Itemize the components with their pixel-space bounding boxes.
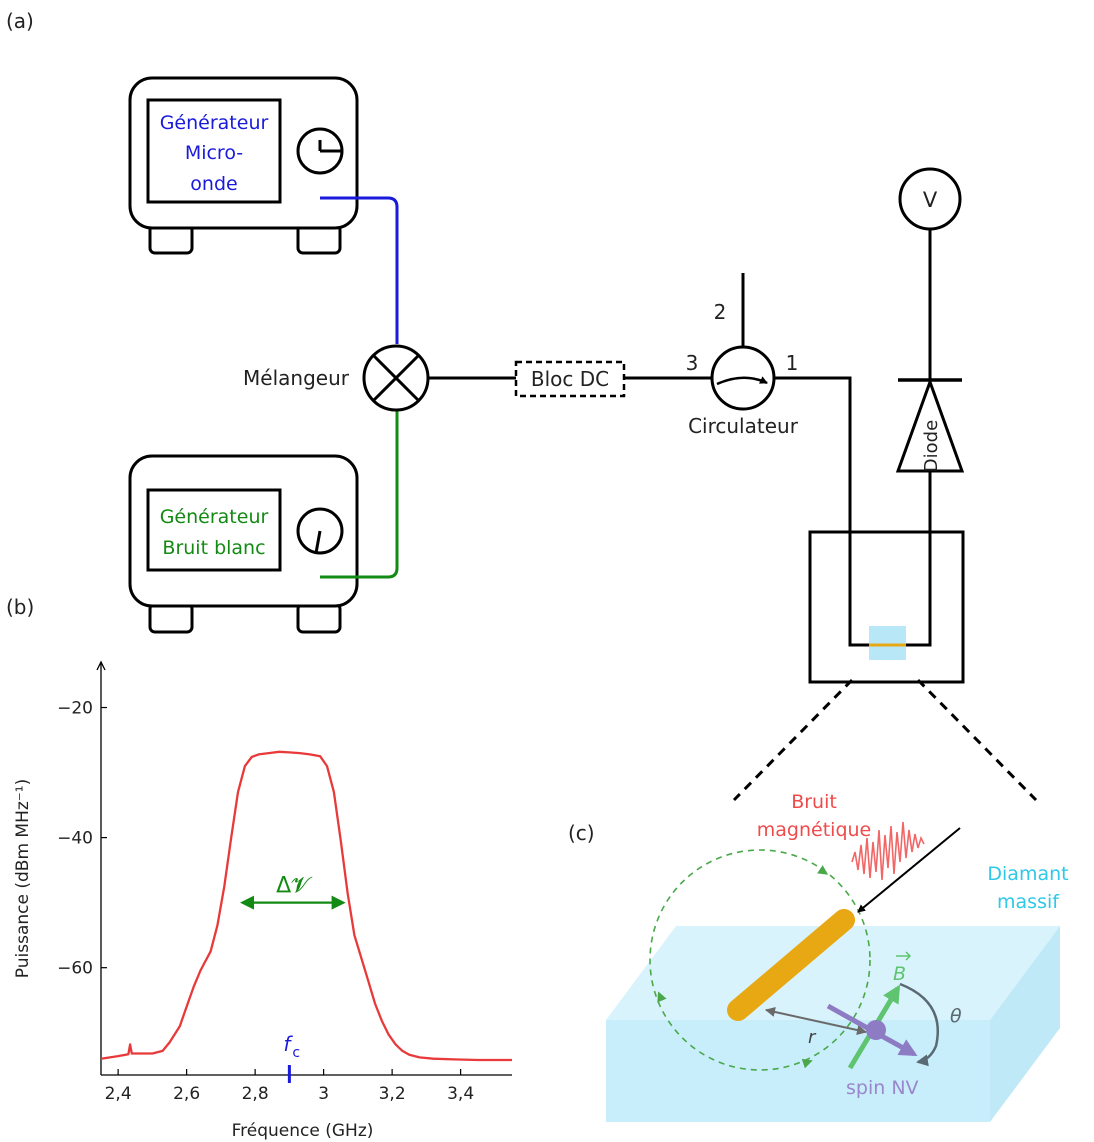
microwave-label-line1: Générateur <box>160 112 269 134</box>
diode-icon <box>895 377 965 473</box>
port-3: 3 <box>686 351 699 375</box>
panel-label-a: (a) <box>6 9 34 33</box>
microwave-label-line3: onde <box>190 173 237 195</box>
x-tick-label: 3 <box>318 1084 329 1104</box>
mixer-label: Mélangeur <box>243 366 350 390</box>
diamond-label-2: massif <box>997 891 1060 913</box>
fc-subscript: c <box>292 1045 300 1061</box>
microwave-label-line2: Micro- <box>185 142 243 164</box>
noise-generator: Générateur Bruit blanc <box>128 454 359 634</box>
microwave-cable <box>320 196 399 344</box>
voltmeter-label: V <box>923 188 938 212</box>
x-tick-label: 2,6 <box>173 1084 200 1104</box>
y-tick-label: −40 <box>57 829 93 849</box>
x-tick-label: 3,4 <box>447 1084 474 1104</box>
nv-spin-icon <box>866 1020 886 1040</box>
y-tick-label: −20 <box>57 699 93 719</box>
y-tick-label: −60 <box>57 959 93 979</box>
x-tick-label: 2,4 <box>105 1084 132 1104</box>
mixer-icon <box>362 344 430 412</box>
noise-icon <box>851 821 925 881</box>
noise-label-line2: Bruit blanc <box>162 537 265 559</box>
fc-label: f <box>283 1032 293 1056</box>
circulator-icon <box>710 273 776 411</box>
r-label: r <box>808 1027 817 1048</box>
port-1: 1 <box>786 351 799 375</box>
y-axis-label: Puissance (dBm MHz⁻¹) <box>13 779 33 978</box>
noise-label-1: Bruit <box>791 791 837 813</box>
circulator-label: Circulateur <box>688 414 799 438</box>
port-2: 2 <box>714 300 727 324</box>
noise-label-2: magnétique <box>757 819 871 841</box>
noise-label-line1: Générateur <box>160 506 269 528</box>
diamond-label-1: Diamant <box>987 863 1068 885</box>
x-tick-label: 2,8 <box>242 1084 269 1104</box>
x-tick-label: 3,2 <box>379 1084 406 1104</box>
sample-line <box>774 376 932 647</box>
y-axis-arrow <box>96 660 106 671</box>
inset-diamond <box>606 926 1060 1122</box>
spectrum-line <box>100 750 512 1062</box>
panel-label-b: (b) <box>6 595 34 619</box>
b-label: B <box>893 963 906 985</box>
diamond-sample <box>869 626 906 660</box>
sample-holder <box>808 530 965 684</box>
panel-label-c: (c) <box>568 821 595 845</box>
microwave-generator: Générateur Micro- onde <box>128 76 359 255</box>
dc-block-label: Bloc DC <box>531 367 609 391</box>
x-axis-label: Fréquence (GHz) <box>232 1121 374 1141</box>
theta-label: θ <box>950 1005 962 1027</box>
noise-cable <box>320 410 399 579</box>
stripline <box>727 909 855 1021</box>
delta-nu-label: Δ𝓥 <box>276 874 313 899</box>
spin-label: spin NV <box>846 1077 919 1099</box>
diode-label: Diode <box>921 420 942 472</box>
